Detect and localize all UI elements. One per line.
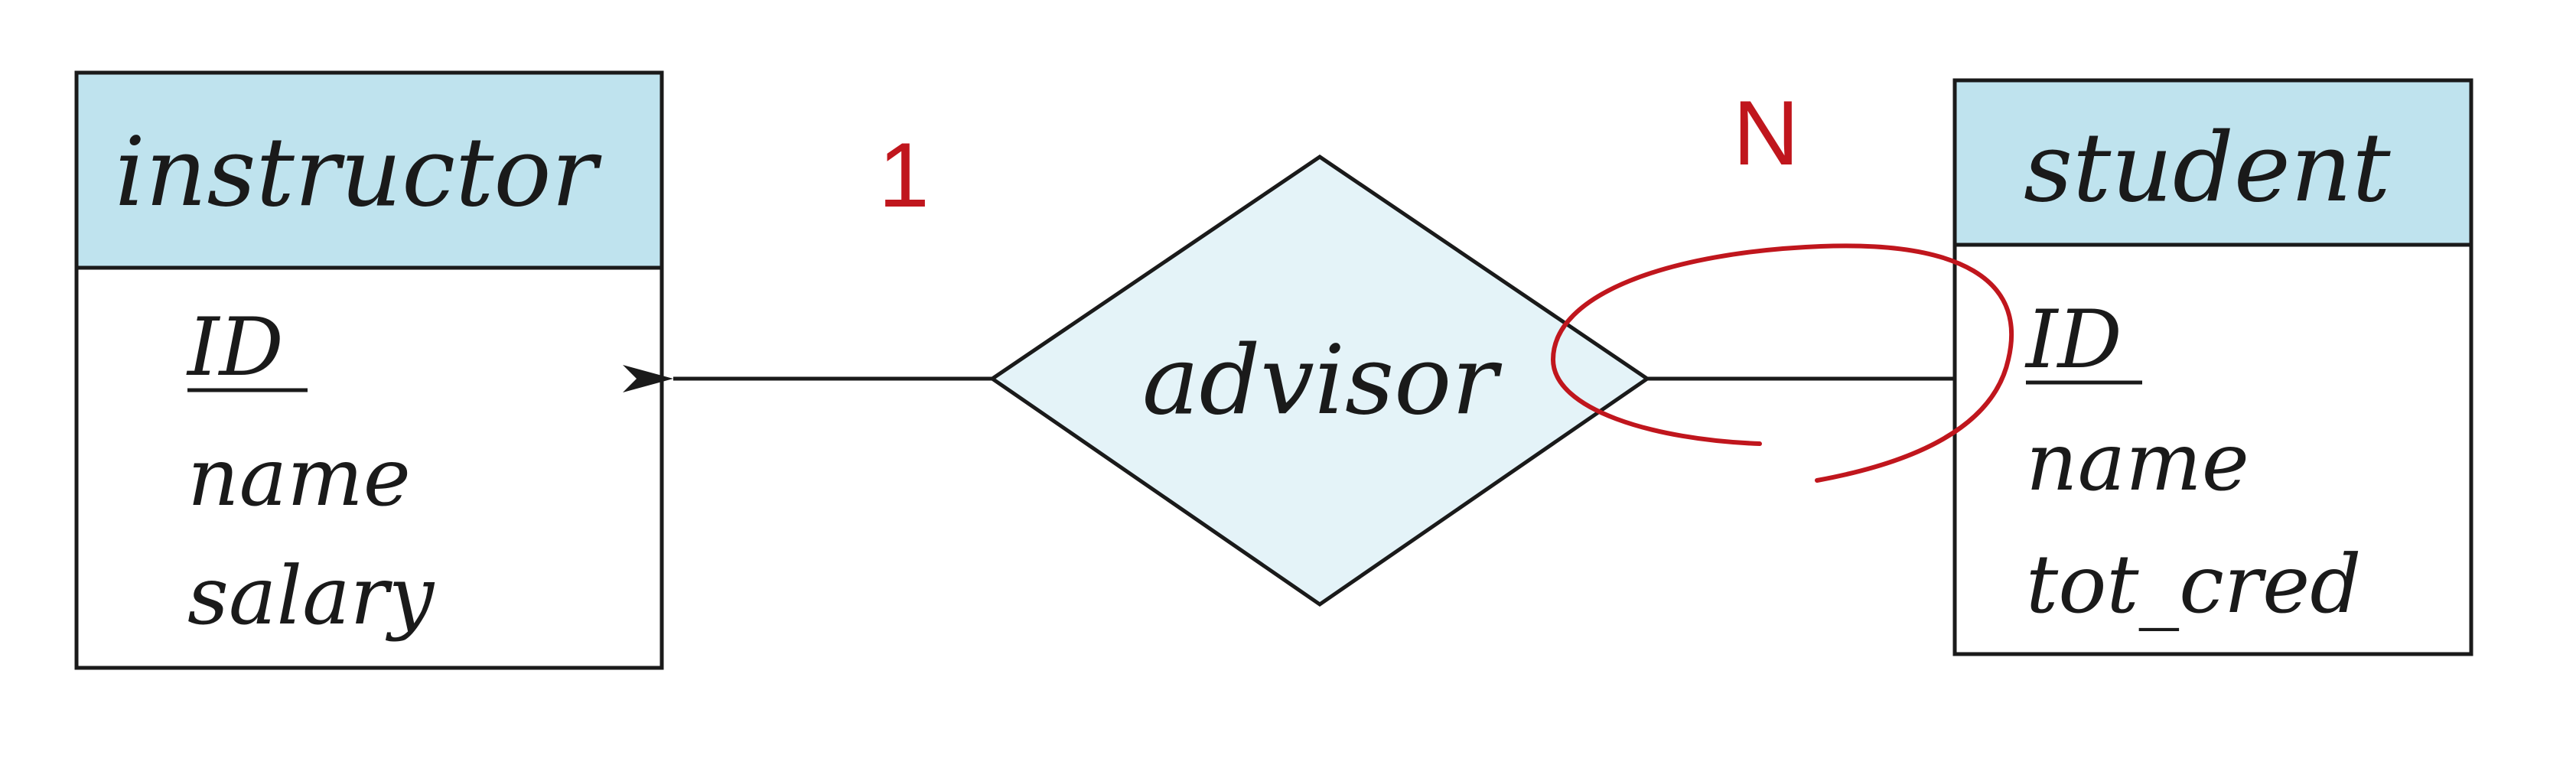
- instructor-title: instructor: [115, 117, 602, 228]
- student-entity: student ID name tot_cred: [1952, 78, 2473, 656]
- handwritten-annotations: 1 N: [878, 82, 2014, 483]
- instructor-header: [74, 70, 664, 270]
- student-header: [1952, 78, 2473, 247]
- advisor-relationship: advisor: [988, 154, 1651, 607]
- student-attr-tot-cred: tot_cred: [2026, 538, 2361, 631]
- cardinality-many-mark: N: [1733, 82, 1799, 184]
- instructor-body: [74, 265, 664, 670]
- student-attr-name: name: [2026, 415, 2249, 509]
- highlight-circle: [1550, 243, 2014, 483]
- advisor-diamond: [988, 154, 1651, 607]
- instructor-attr-salary: salary: [187, 549, 435, 643]
- advisor-label: advisor: [1142, 325, 1503, 436]
- student-attr-id: ID: [2024, 293, 2122, 386]
- instructor-entity: instructor ID name salary: [74, 70, 664, 670]
- instructor-attr-id: ID: [186, 301, 284, 394]
- student-body: [1952, 243, 2473, 656]
- instructor-attr-name: name: [187, 431, 411, 524]
- student-title: student: [2024, 112, 2391, 223]
- cardinality-one-mark: 1: [878, 124, 930, 226]
